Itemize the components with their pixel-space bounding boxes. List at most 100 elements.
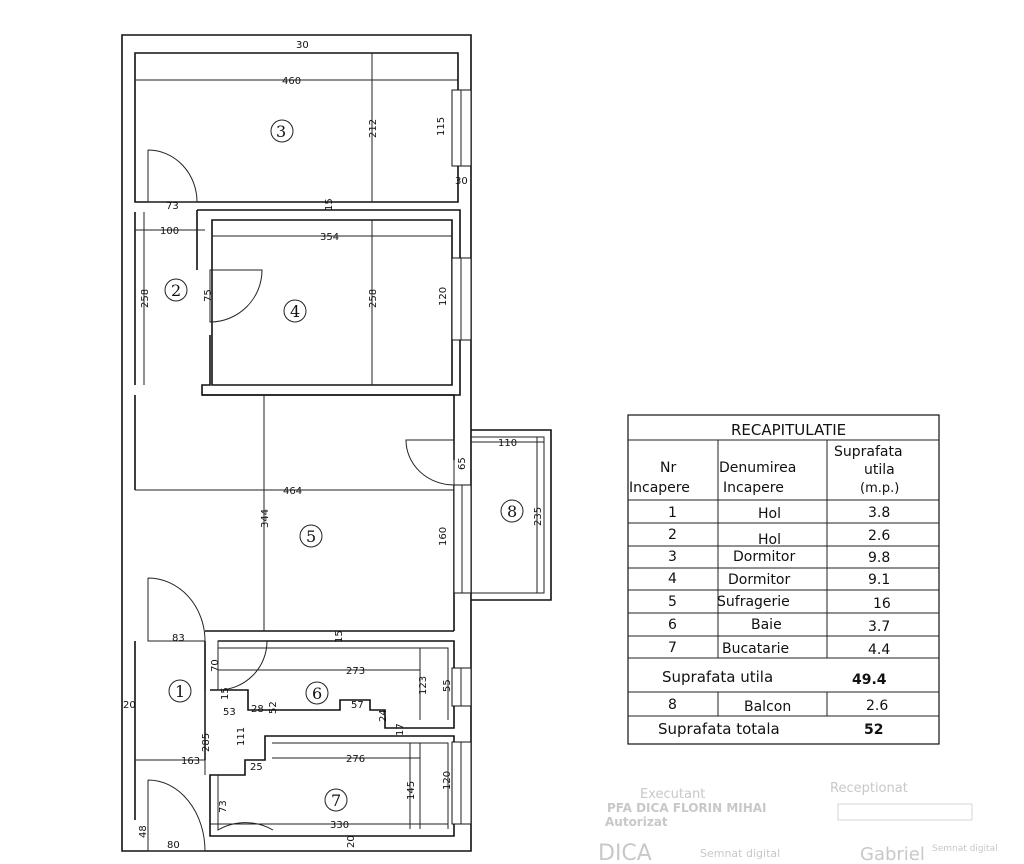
- door-room-3: [147, 149, 198, 203]
- door-entrance: [147, 779, 206, 852]
- util-label: Suprafata utila: [662, 668, 773, 686]
- dim-r7-height: 145: [406, 781, 417, 800]
- row-7-area: 4.4: [868, 642, 890, 658]
- dim-door-73b: 73: [218, 800, 229, 813]
- row-2-area: 2.6: [868, 528, 890, 544]
- dim-d53: 53: [223, 707, 236, 718]
- stamp-executant: Executant: [640, 787, 705, 802]
- windows: [451, 89, 472, 825]
- stamp-receptionat: Receptionat: [830, 781, 908, 796]
- dim-r3-wall: 30: [455, 176, 468, 187]
- dim-wall-15-top: 15: [324, 198, 335, 211]
- row-6-area: 3.7: [868, 619, 890, 635]
- dim-d17: 17: [395, 723, 406, 736]
- dim-r7-window: 120: [442, 771, 453, 790]
- dim-door-75: 75: [203, 289, 214, 302]
- table-rows: 1 Hol 3.8 2 Hol 2.6 3 Dormitor 9.8 4 Dor…: [668, 505, 891, 658]
- balcony-inner: [471, 436, 545, 594]
- row-4-nr: 4: [668, 571, 677, 587]
- stamp-pfa: PFA DICA FLORIN MIHAI: [607, 801, 767, 815]
- stamp-box: [837, 803, 973, 821]
- dim-r4-window: 120: [438, 287, 449, 306]
- dim-r5-width: 464: [283, 486, 302, 497]
- room-5-number: 5: [306, 527, 316, 546]
- dim-d15: 15: [220, 687, 231, 700]
- door-kitchen: [217, 775, 274, 831]
- header-area-3: (m.p.): [860, 481, 899, 496]
- row-6-name: Baie: [751, 617, 782, 633]
- dim-balcony-110: 110: [498, 438, 517, 449]
- dim-d111: 111: [236, 727, 247, 746]
- total-value: 52: [864, 722, 883, 738]
- room-3-wall: [134, 52, 459, 203]
- stamp-gabriel: Gabriel: [860, 844, 925, 864]
- room-2-marker: [164, 278, 188, 302]
- room-6-number: 6: [312, 684, 322, 703]
- row-5-nr: 5: [668, 594, 677, 610]
- dim-balcony-235: 235: [533, 507, 544, 526]
- dim-r3-width: 460: [282, 76, 301, 87]
- row-4-name: Dormitor: [728, 572, 790, 588]
- room-markers: 3 2 4 5 8 1 6 7: [164, 119, 524, 812]
- header-nr-1: Nr: [660, 460, 676, 476]
- dim-r4-width: 354: [320, 232, 339, 243]
- dim-door-70: 70: [210, 659, 221, 672]
- dimension-labels: 30 460 212 115 30 73 15 100 354 258 75 2…: [123, 40, 544, 851]
- outer-wall: [121, 34, 472, 852]
- room-3-marker: [270, 119, 294, 143]
- room-5-marker: [299, 524, 323, 548]
- row-7-name: Bucatarie: [722, 641, 789, 657]
- door-room-4: [209, 269, 263, 323]
- row-1-area: 3.8: [868, 505, 890, 521]
- row-3-area: 9.8: [868, 550, 890, 566]
- room-4-number: 4: [290, 302, 300, 321]
- room-2-number: 2: [171, 281, 181, 300]
- stamp-semnat-right: Semnat digital: [932, 844, 998, 854]
- dimension-lines: [135, 53, 544, 829]
- room-4-inner: [211, 219, 453, 386]
- door-room-5: [405, 439, 455, 486]
- row-3-nr: 3: [668, 549, 677, 565]
- balcony-outer: [471, 429, 552, 601]
- room-6-marker: [305, 681, 329, 705]
- dim-r7-276: 276: [346, 754, 365, 765]
- door-living-hall: [147, 577, 206, 642]
- stamp-dica: DICA: [598, 841, 652, 864]
- row-6-nr: 6: [668, 617, 677, 633]
- dim-wall-48: 48: [138, 825, 149, 838]
- room-1-marker: [168, 679, 192, 703]
- dim-r7-width: 330: [330, 820, 349, 831]
- room-3-number: 3: [276, 122, 286, 141]
- row-2-name: Hol: [758, 532, 781, 548]
- table-title: RECAPITULATIE: [731, 421, 846, 439]
- walls: [121, 34, 552, 852]
- balcony-name: Balcon: [744, 699, 791, 715]
- dim-top-wall: 30: [296, 40, 309, 51]
- row-4-area: 9.1: [868, 572, 890, 588]
- bath-wall: [210, 640, 455, 729]
- dim-d28: 28: [251, 704, 264, 715]
- row-1-name: Hol: [758, 506, 781, 522]
- dim-r1-163: 163: [181, 756, 200, 767]
- room-8-number: 8: [507, 502, 517, 521]
- bath-inner: [218, 647, 449, 720]
- signature-stamps: Executant PFA DICA FLORIN MIHAI Autoriza…: [598, 781, 998, 864]
- row-7-nr: 7: [668, 640, 677, 656]
- living-top: [202, 394, 455, 460]
- summary-table: RECAPITULATIE Nr Incapere Denumirea Inca…: [627, 414, 940, 745]
- total-label: Suprafata totala: [658, 720, 780, 738]
- row-5-name: Sufragerie: [717, 594, 790, 610]
- balcony-nr: 8: [668, 697, 677, 713]
- stamp-autorizat: Autorizat: [605, 815, 668, 829]
- room-4-marker: [283, 299, 307, 323]
- header-name-1: Denumirea: [719, 460, 796, 476]
- dim-door-83: 83: [172, 633, 185, 644]
- doors: [147, 149, 455, 852]
- header-nr-2: Incapere: [629, 480, 690, 496]
- dim-balcony-65: 65: [457, 457, 468, 470]
- kitchen-inner: [272, 742, 449, 829]
- dim-d24: 24: [378, 709, 389, 722]
- room-8-marker: [500, 499, 524, 523]
- dim-r3-window: 115: [436, 117, 447, 136]
- dim-hall-100: 100: [160, 226, 179, 237]
